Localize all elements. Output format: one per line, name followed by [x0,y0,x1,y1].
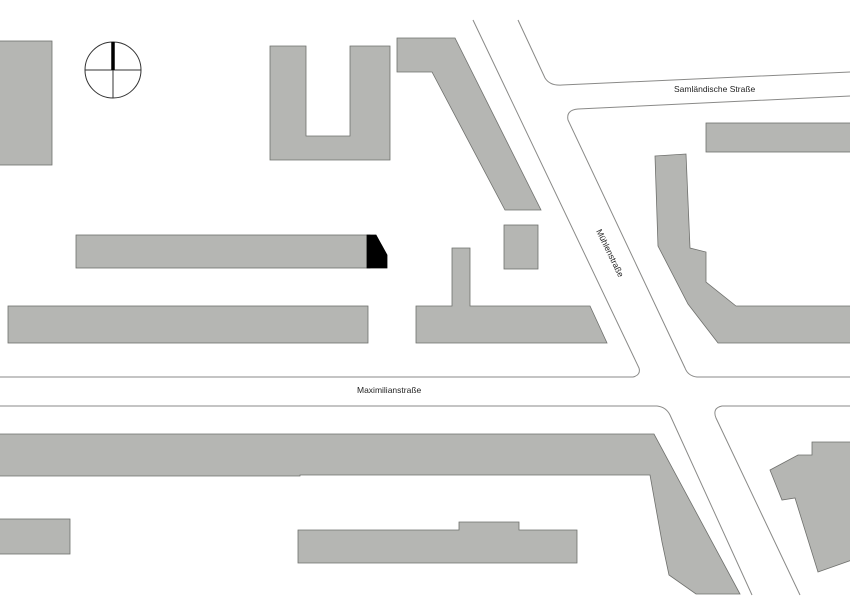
curb-maximilian-south-west [0,405,753,596]
building [396,37,542,211]
building [705,122,850,153]
building [7,305,369,344]
buildings [0,37,850,595]
curb-maximilian-north-east [567,95,850,378]
building [415,247,608,344]
street-label-muehlen: Mühlenstraße [594,227,626,278]
building [0,40,53,166]
building [75,234,371,269]
curb-maximilian-north-west [0,19,640,378]
building [0,433,741,595]
building-highlighted [366,234,388,269]
building [503,224,539,270]
street-label-maximilian: Maximilianstraße [357,385,422,395]
building [654,153,850,344]
building [0,518,71,555]
street-curbs [0,19,850,596]
building [769,441,850,573]
curb-maximilian-south-east [714,405,850,596]
curb-samlaendische-north [517,19,850,86]
street-label-samlaendische: Samländische Straße [674,84,756,94]
north-arrow-icon [84,41,142,99]
building [269,45,391,161]
building [297,521,578,564]
